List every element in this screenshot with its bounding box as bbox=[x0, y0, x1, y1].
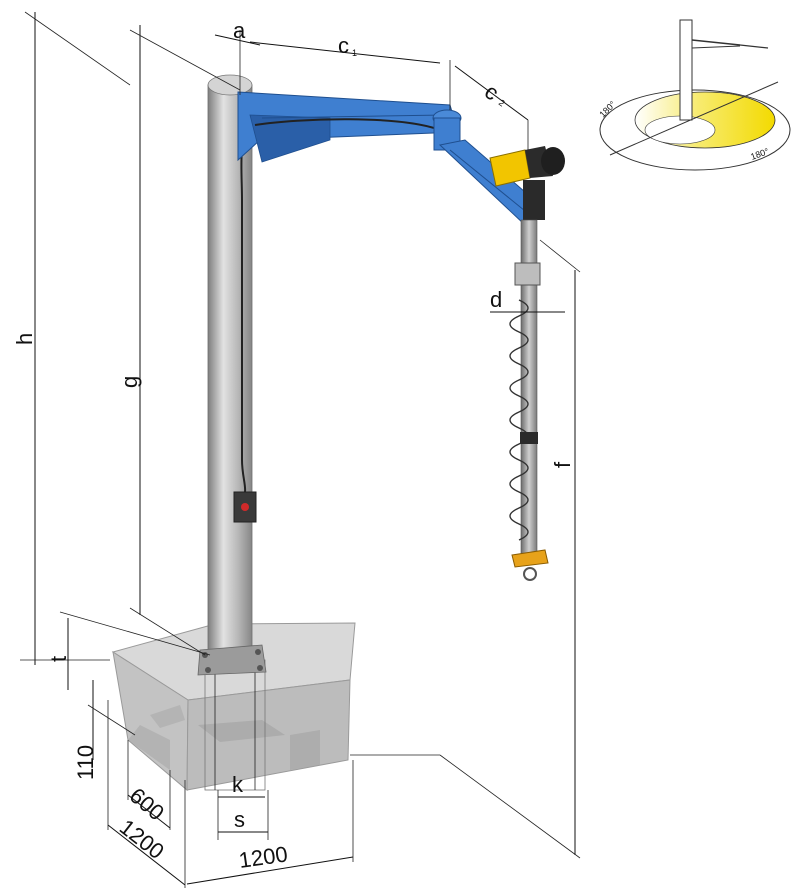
dimension-c2-subscript: 2 bbox=[497, 97, 507, 108]
dimension-h: h bbox=[12, 11, 131, 665]
dimension-110-label: 110 bbox=[73, 745, 98, 780]
dimension-110: 110 bbox=[73, 680, 136, 780]
dimension-c1-label: c bbox=[338, 33, 349, 58]
dimension-c2: c 2 bbox=[454, 65, 529, 150]
articulated-arm bbox=[237, 91, 541, 226]
lifting-shaft bbox=[509, 219, 541, 561]
crane-column bbox=[197, 74, 267, 676]
dimension-c1: c 1 bbox=[249, 33, 451, 110]
base-depth-label: 1200 bbox=[115, 814, 169, 864]
dimension-t-label: t bbox=[46, 656, 71, 662]
dimension-g-label: g bbox=[117, 376, 142, 388]
dimension-d-label: d bbox=[490, 287, 502, 312]
dimension-k: k bbox=[218, 772, 265, 798]
dimension-a: a bbox=[214, 18, 261, 95]
dimension-t: t bbox=[46, 611, 211, 690]
dimension-s-label: s bbox=[234, 807, 245, 832]
dimension-g: g bbox=[117, 25, 241, 656]
load-hook bbox=[511, 549, 549, 581]
dimension-f-label: f bbox=[550, 461, 575, 468]
dimension-a-label: a bbox=[233, 18, 246, 43]
control-switch-box bbox=[233, 491, 257, 523]
hoist-motor bbox=[489, 146, 565, 220]
dimension-f: f bbox=[350, 239, 581, 859]
dimension-h-label: h bbox=[12, 333, 37, 345]
dimension-s: s bbox=[217, 790, 269, 840]
dimension-k-label: k bbox=[232, 772, 244, 797]
concrete-foundation bbox=[111, 622, 356, 792]
dimension-c1-subscript: 1 bbox=[352, 48, 357, 58]
dimension-d: d bbox=[490, 287, 565, 313]
rotation-range-inset: 180° 180° bbox=[597, 19, 791, 171]
